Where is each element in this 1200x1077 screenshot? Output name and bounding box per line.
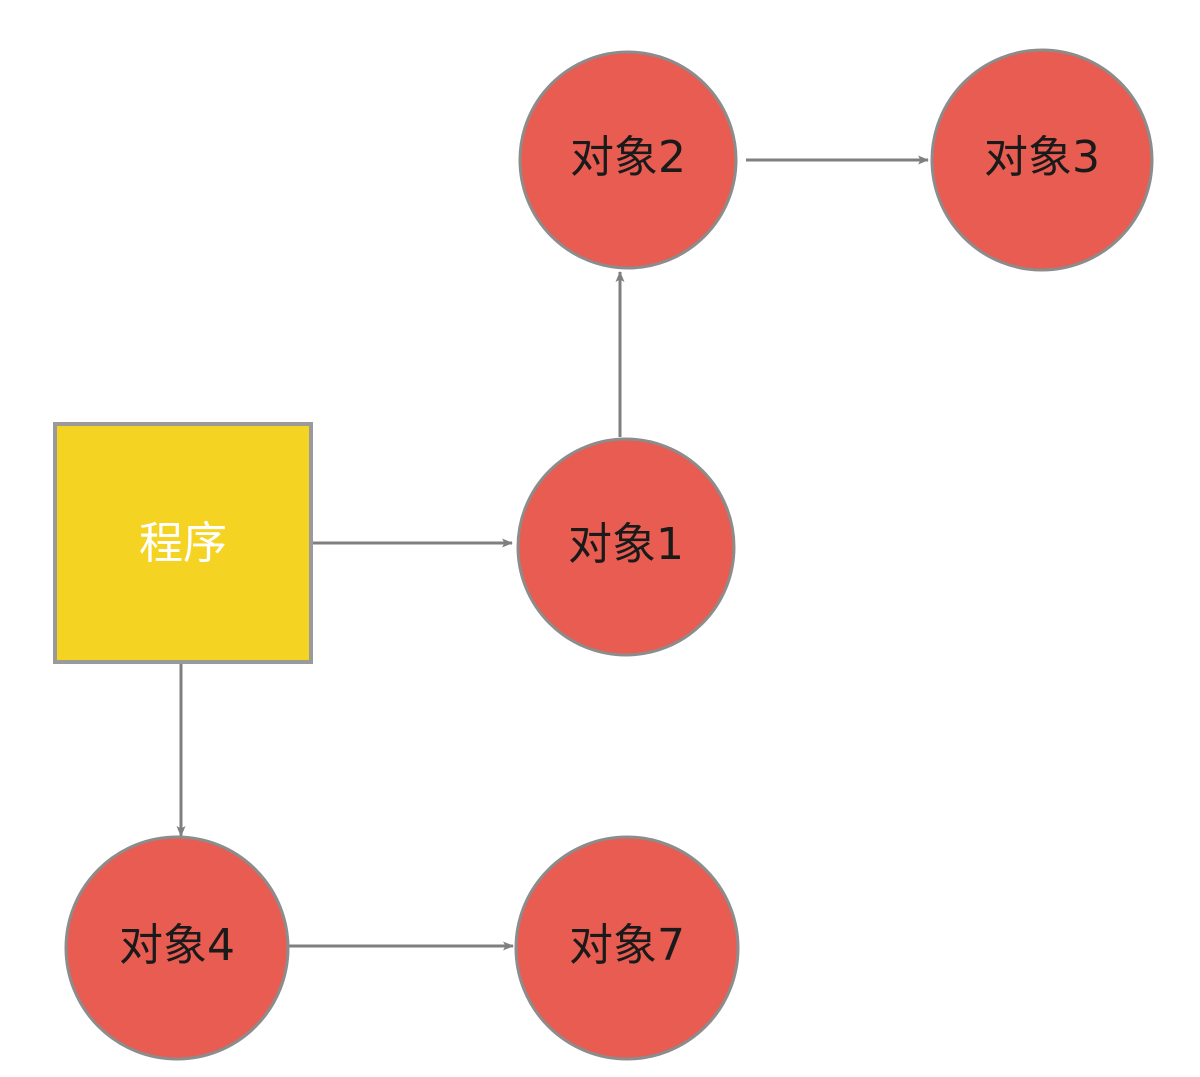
- node-object1[interactable]: 对象1: [516, 437, 736, 657]
- node-object4-shape[interactable]: [64, 835, 290, 1061]
- node-object2[interactable]: 对象2: [518, 50, 738, 270]
- node-object4-label: 对象4: [119, 920, 235, 971]
- node-program-label: 程序: [139, 518, 227, 569]
- edge-group: [176, 155, 929, 951]
- node-object3-label: 对象3: [984, 132, 1100, 183]
- node-object7-label: 对象7: [569, 920, 685, 971]
- node-program-shape[interactable]: [53, 422, 313, 664]
- node-object1-shape[interactable]: [516, 437, 736, 657]
- node-program[interactable]: 程序: [53, 422, 313, 664]
- node-object1-label: 对象1: [568, 519, 684, 570]
- node-object3[interactable]: 对象3: [930, 48, 1154, 272]
- node-object3-shape[interactable]: [930, 48, 1154, 272]
- node-object7[interactable]: 对象7: [514, 835, 740, 1061]
- node-object2-label: 对象2: [570, 132, 686, 183]
- node-object4[interactable]: 对象4: [64, 835, 290, 1061]
- node-object7-shape[interactable]: [514, 835, 740, 1061]
- node-object2-shape[interactable]: [518, 50, 738, 270]
